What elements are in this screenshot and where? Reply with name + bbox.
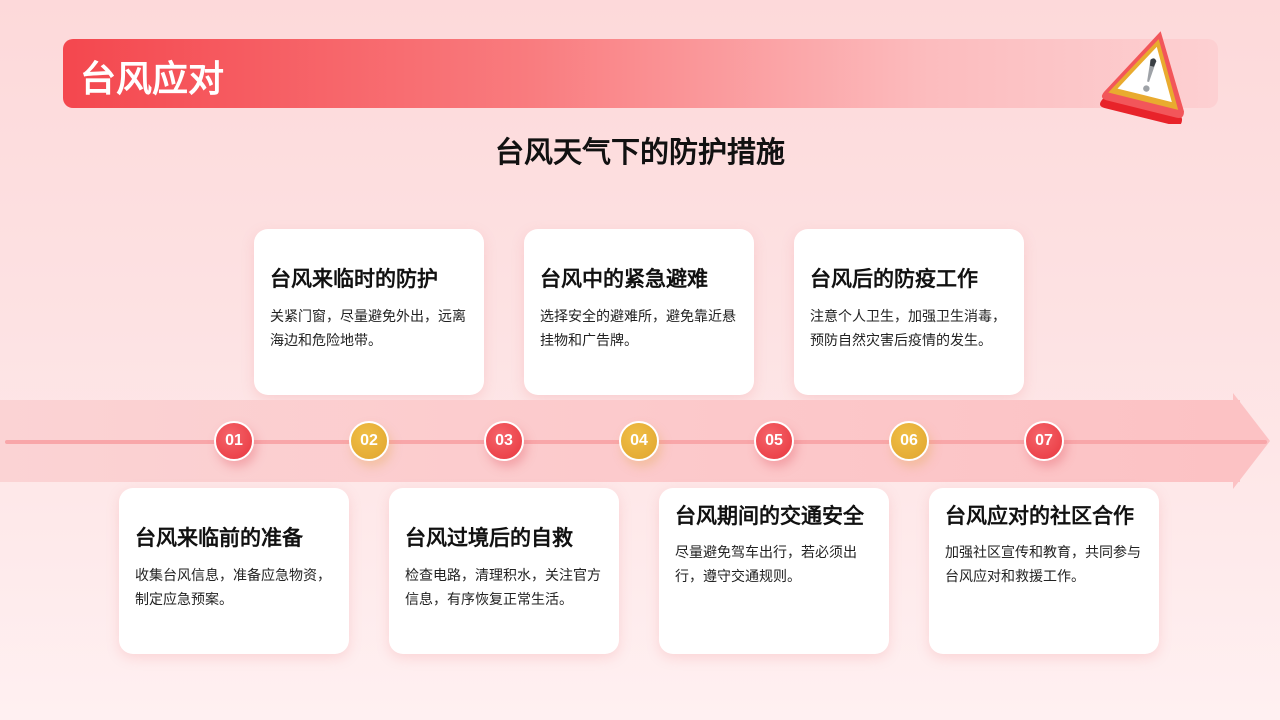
card-title: 台风中的紧急避难 xyxy=(540,267,708,291)
card-title: 台风来临时的防护 xyxy=(270,267,438,291)
card-title: 台风来临前的准备 xyxy=(135,526,303,550)
card-step-03: 台风过境后的自救 检查电路，清理积水，关注官方信息，有序恢复正常生活。 xyxy=(389,488,619,654)
card-description: 收集台风信息，准备应急物资，制定应急预案。 xyxy=(135,568,331,608)
step-marker-04: 04 xyxy=(619,421,659,461)
page-title: 台风应对 xyxy=(80,59,225,100)
card-description: 关紧门窗，尽量避免外出，远离海边和危险地带。 xyxy=(270,309,466,349)
card-description: 尽量避免驾车出行，若必须出行，遵守交通规则。 xyxy=(675,545,857,585)
card-description: 选择安全的避难所，避免靠近悬挂物和广告牌。 xyxy=(540,309,736,349)
card-step-01: 台风来临前的准备 收集台风信息，准备应急物资，制定应急预案。 xyxy=(119,488,349,654)
card-step-02: 台风来临时的防护 关紧门窗，尽量避免外出，远离海边和危险地带。 xyxy=(254,229,484,395)
step-marker-05: 05 xyxy=(754,421,794,461)
step-marker-01: 01 xyxy=(214,421,254,461)
card-description: 检查电路，清理积水，关注官方信息，有序恢复正常生活。 xyxy=(405,568,601,608)
card-step-07: 台风应对的社区合作 加强社区宣传和教育，共同参与台风应对和救援工作。 xyxy=(929,488,1159,654)
card-step-06: 台风后的防疫工作 注意个人卫生，加强卫生消毒，预防自然灾害后疫情的发生。 xyxy=(794,229,1024,395)
warning-triangle-icon xyxy=(1100,31,1184,124)
card-description: 注意个人卫生，加强卫生消毒，预防自然灾害后疫情的发生。 xyxy=(810,309,1006,349)
card-title: 台风期间的交通安全 xyxy=(675,504,864,528)
step-marker-03: 03 xyxy=(484,421,524,461)
card-description: 加强社区宣传和教育，共同参与台风应对和救援工作。 xyxy=(945,545,1141,585)
step-marker-06: 06 xyxy=(889,421,929,461)
card-step-05: 台风期间的交通安全 尽量避免驾车出行，若必须出行，遵守交通规则。 xyxy=(659,488,889,654)
card-title: 台风应对的社区合作 xyxy=(945,504,1134,528)
header-bar xyxy=(63,39,1218,108)
section-subtitle: 台风天气下的防护措施 xyxy=(494,135,785,169)
card-step-04: 台风中的紧急避难 选择安全的避难所，避免靠近悬挂物和广告牌。 xyxy=(524,229,754,395)
step-marker-07: 07 xyxy=(1024,421,1064,461)
step-marker-02: 02 xyxy=(349,421,389,461)
card-title: 台风后的防疫工作 xyxy=(810,267,978,291)
card-title: 台风过境后的自救 xyxy=(405,526,573,550)
